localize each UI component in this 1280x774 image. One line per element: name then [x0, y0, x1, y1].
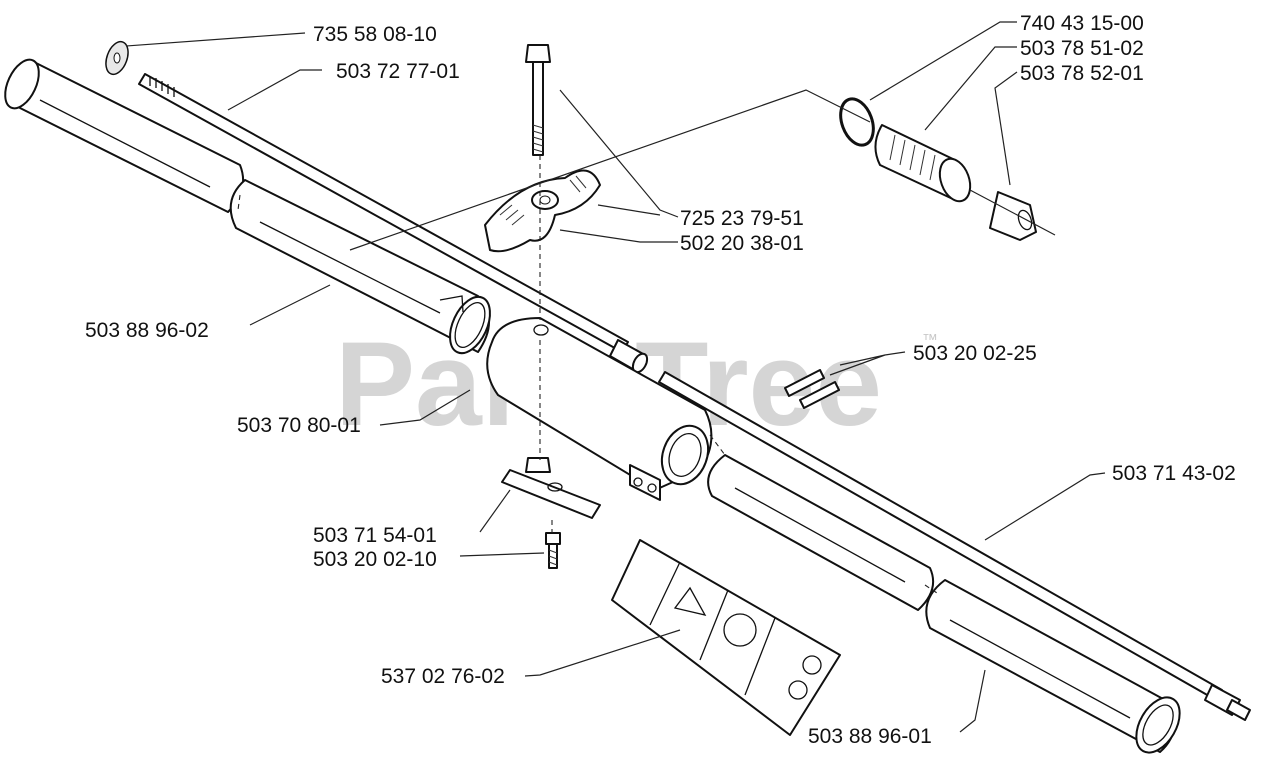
leader-screws-pair: [829, 351, 906, 376]
leader-lower-shaft: [984, 472, 1106, 541]
leader-lower-tube: [959, 669, 986, 733]
washer-part[interactable]: [102, 39, 132, 78]
upper-tube-part[interactable]: [0, 55, 498, 360]
label-drive-shaft[interactable]: 503 72 77-01: [336, 60, 460, 83]
leader-coupling: [379, 389, 471, 426]
leader-washer: [125, 32, 306, 47]
lower-shaft-part[interactable]: [658, 371, 1251, 721]
tube-joint-line: [237, 194, 241, 211]
label-screw[interactable]: 503 20 02-10: [313, 548, 437, 571]
leader-bushing: [994, 71, 1018, 186]
coupling-part[interactable]: [486, 317, 716, 501]
coupling-tube-line: [709, 434, 726, 456]
decal-part[interactable]: [611, 539, 841, 736]
clamp-plate-part[interactable]: [501, 457, 601, 519]
screw-part[interactable]: [545, 532, 561, 569]
label-bolt[interactable]: 725 23 79-51: [680, 207, 804, 230]
leader-o-ring: [869, 21, 1017, 101]
label-o-ring[interactable]: 740 43 15-00: [1020, 12, 1144, 35]
label-washer[interactable]: 735 58 08-10: [313, 23, 437, 46]
leader-drive-shaft: [227, 69, 322, 111]
label-upper-tube[interactable]: 503 88 96-02: [85, 319, 209, 342]
label-bushing[interactable]: 503 78 52-01: [1020, 62, 1144, 85]
leader-decal: [524, 629, 681, 677]
label-lower-shaft[interactable]: 503 71 43-02: [1112, 462, 1236, 485]
label-knob[interactable]: 502 20 38-01: [680, 232, 804, 255]
leader-knob: [559, 229, 678, 243]
lower-tube-part[interactable]: [707, 454, 1188, 760]
label-clamp-plate[interactable]: 503 71 54-01: [313, 524, 437, 547]
lower-tube-joint-line: [924, 584, 941, 596]
label-bearing-sleeve[interactable]: 503 78 51-02: [1020, 37, 1144, 60]
bearing-sleeve-part[interactable]: [874, 124, 975, 205]
drive-shaft-part[interactable]: [138, 73, 650, 375]
shaft-centerline: [349, 89, 1056, 251]
bolt-part[interactable]: [525, 44, 551, 156]
label-decal[interactable]: 537 02 76-02: [381, 665, 505, 688]
label-coupling[interactable]: 503 70 80-01: [237, 414, 361, 437]
o-ring-part[interactable]: [835, 94, 880, 149]
label-lower-tube[interactable]: 503 88 96-01: [808, 725, 932, 748]
label-screws-pair[interactable]: 503 20 02-25: [913, 342, 1037, 365]
screws-pair-part[interactable]: [784, 369, 840, 409]
leader-upper-tube: [249, 284, 331, 326]
leader-screw: [459, 552, 545, 557]
leader-clamp-plate: [479, 489, 511, 533]
leader-bearing-sleeve: [924, 46, 1017, 131]
bushing-part[interactable]: [989, 191, 1037, 241]
leader-bolt: [559, 89, 679, 218]
watermark-trademark: ™: [922, 332, 938, 349]
